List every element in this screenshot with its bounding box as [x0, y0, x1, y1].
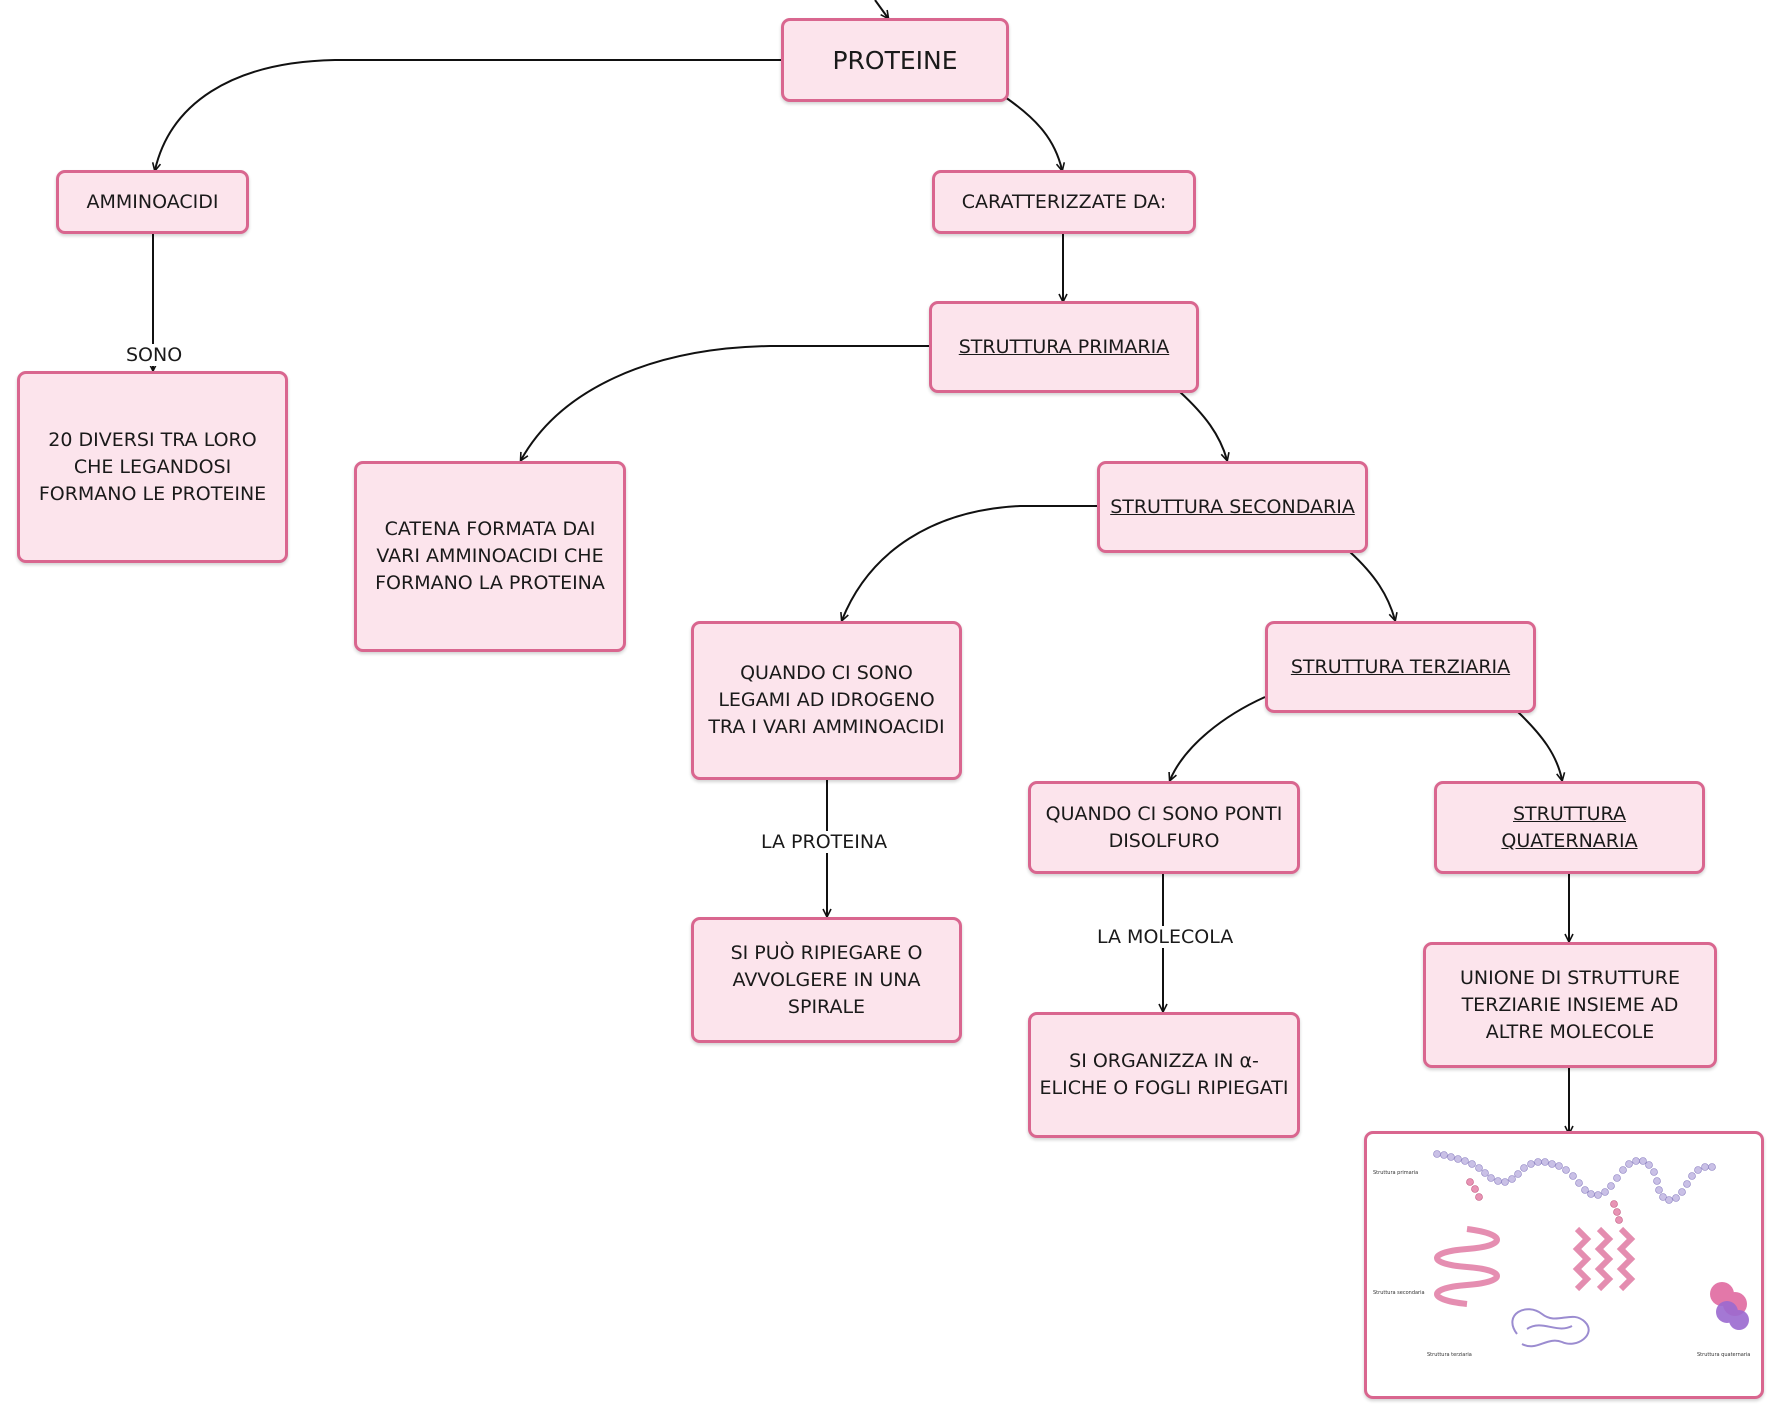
protein-levels-image: Struttura primaria Struttura secondaria …: [1373, 1150, 1750, 1358]
edge-incoming-proteine: [874, 0, 888, 18]
node-unione[interactable]: UNIONE DI STRUTTURE TERZIARIE INSIEME AD…: [1423, 942, 1717, 1068]
edge-primaria-secondaria: [1179, 391, 1227, 460]
struttura-terziaria-label: STRUTTURA TERZIARIA: [1290, 655, 1511, 678]
node-catena[interactable]: CATENA FORMATA DAI VARI AMMINOACIDI CHE …: [354, 461, 626, 652]
node-ripiegare[interactable]: SI PUÒ RIPIEGARE O AVVOLGERE IN UNA SPIR…: [691, 917, 962, 1043]
edge-secondaria-legami: [842, 505, 1097, 620]
node-struttura-quaternaria[interactable]: STRUTTURA QUATERNARIA: [1434, 781, 1705, 874]
svg-text:Struttura terziaria: Struttura terziaria: [1427, 1352, 1472, 1358]
edge-terziaria-ponti: [1170, 696, 1266, 780]
struttura-quaternaria-label: STRUTTURA QUATERNARIA: [1501, 802, 1638, 852]
edge-secondaria-terziaria: [1349, 551, 1395, 620]
node-amminoacidi[interactable]: AMMINOACIDI: [56, 170, 249, 234]
node-struttura-terziaria[interactable]: STRUTTURA TERZIARIA: [1265, 621, 1536, 713]
edge-proteine-caratterizzate: [1004, 96, 1062, 170]
node-ponti-disolfuro[interactable]: QUANDO CI SONO PONTI DISOLFURO: [1028, 781, 1300, 874]
node-caratterizzate[interactable]: CARATTERIZZATE DA:: [932, 170, 1196, 234]
protein-structure-illustration[interactable]: Struttura primaria Struttura secondaria …: [1364, 1131, 1764, 1399]
node-legami-idrogeno[interactable]: QUANDO CI SONO LEGAMI AD IDROGENO TRA I …: [691, 621, 962, 780]
node-struttura-secondaria[interactable]: STRUTTURA SECONDARIA: [1097, 461, 1368, 553]
struttura-secondaria-label: STRUTTURA SECONDARIA: [1110, 495, 1355, 518]
svg-text:Struttura primaria: Struttura primaria: [1373, 1170, 1418, 1176]
node-struttura-primaria[interactable]: STRUTTURA PRIMARIA: [929, 301, 1199, 393]
node-alfa-eliche[interactable]: SI ORGANIZZA IN α-ELICHE O FOGLI RIPIEGA…: [1028, 1012, 1300, 1138]
node-venti-diversi[interactable]: 20 DIVERSI TRA LORO CHE LEGANDOSI FORMAN…: [17, 371, 288, 563]
node-proteine[interactable]: PROTEINE: [781, 18, 1009, 102]
svg-text:Struttura quaternaria: Struttura quaternaria: [1697, 1352, 1750, 1358]
svg-text:Struttura secondaria: Struttura secondaria: [1373, 1290, 1425, 1296]
edge-terziaria-quaternaria: [1517, 711, 1562, 780]
struttura-primaria-label: STRUTTURA PRIMARIA: [958, 335, 1170, 358]
edge-proteine-amminoacidi: [155, 59, 781, 170]
edge-primaria-catena: [521, 345, 929, 460]
edge-label-sono: SONO: [123, 344, 186, 366]
edge-label-la-proteina: LA PROTEINA: [758, 831, 891, 853]
edge-label-la-molecola: LA MOLECOLA: [1094, 926, 1237, 948]
